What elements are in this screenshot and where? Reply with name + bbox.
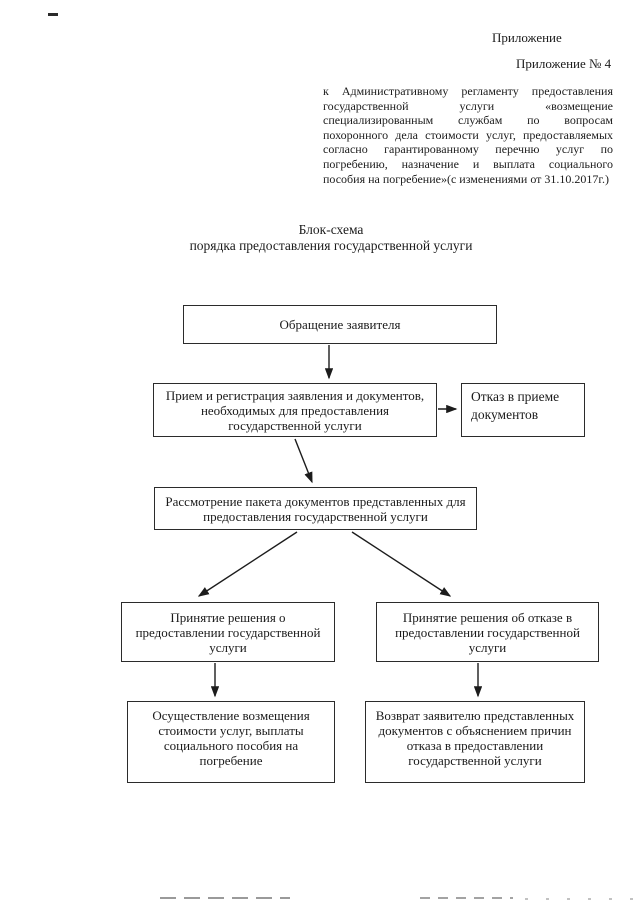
regulation-annotation: к Административному регламенту предостав…	[323, 84, 613, 186]
node-reception-registration: Прием и регистрация заявления и документ…	[153, 383, 437, 437]
scan-noise-bottom-far-right	[525, 898, 635, 900]
node-decision-grant-label: Принятие решения о предоставлении госуда…	[135, 609, 321, 655]
arrow-reception-to-review	[294, 438, 313, 484]
scan-noise-bottom-right	[420, 897, 513, 899]
node-refusal-label: Отказ в приеме документов	[471, 389, 560, 422]
node-appeal-label: Обращение заявителя	[279, 317, 401, 332]
annotation-line: погребению, назначение и выплата социаль…	[323, 156, 613, 171]
annotation-line: согласно гарантированному перечню услуг …	[323, 142, 613, 157]
annotation-line: специализированным службам по вопросам	[323, 113, 613, 128]
scan-noise-bottom-left	[160, 897, 290, 899]
scan-artifact-dash	[48, 13, 58, 16]
node-document-review: Рассмотрение пакета документов представл…	[154, 487, 477, 530]
annotation-line: похоронного дела стоимости услуг, предос…	[323, 127, 613, 142]
arrow-review-to-deny	[351, 531, 452, 597]
appendix-number-label: Приложение № 4	[516, 56, 612, 71]
node-return-documents-label: Возврат заявителю представленных докумен…	[375, 707, 575, 768]
appendix-label: Приложение	[492, 30, 562, 45]
flowchart-title-line2: порядка предоставления государственной у…	[189, 237, 473, 253]
node-decision-deny-label: Принятие решения об отказе в предоставле…	[395, 609, 580, 655]
flowchart-title: Блок-схема порядка предоставления госуда…	[140, 222, 522, 253]
annotation-line: к Административному регламенту предостав…	[323, 84, 613, 98]
arrow-review-to-grant	[197, 531, 298, 597]
node-appeal: Обращение заявителя	[183, 305, 497, 344]
node-reception-label: Прием и регистрация заявления и документ…	[165, 387, 425, 433]
node-decision-deny: Принятие решения об отказе в предоставле…	[376, 602, 599, 662]
flowchart-title-line1: Блок-схема	[298, 222, 364, 237]
annotation-line: пособия на погребение»(с изменениями от …	[323, 171, 609, 186]
node-return-documents: Возврат заявителю представленных докумен…	[365, 701, 585, 783]
node-review-label: Рассмотрение пакета документов представл…	[165, 493, 466, 524]
node-decision-grant: Принятие решения о предоставлении госуда…	[121, 602, 335, 662]
node-reimbursement: Осуществление возмещения стоимости услуг…	[127, 701, 335, 783]
node-reimbursement-label: Осуществление возмещения стоимости услуг…	[152, 707, 310, 768]
annotation-line: государственной услуги «возмещение	[323, 98, 613, 113]
node-refusal-to-accept: Отказ в приеме документов	[461, 383, 585, 437]
